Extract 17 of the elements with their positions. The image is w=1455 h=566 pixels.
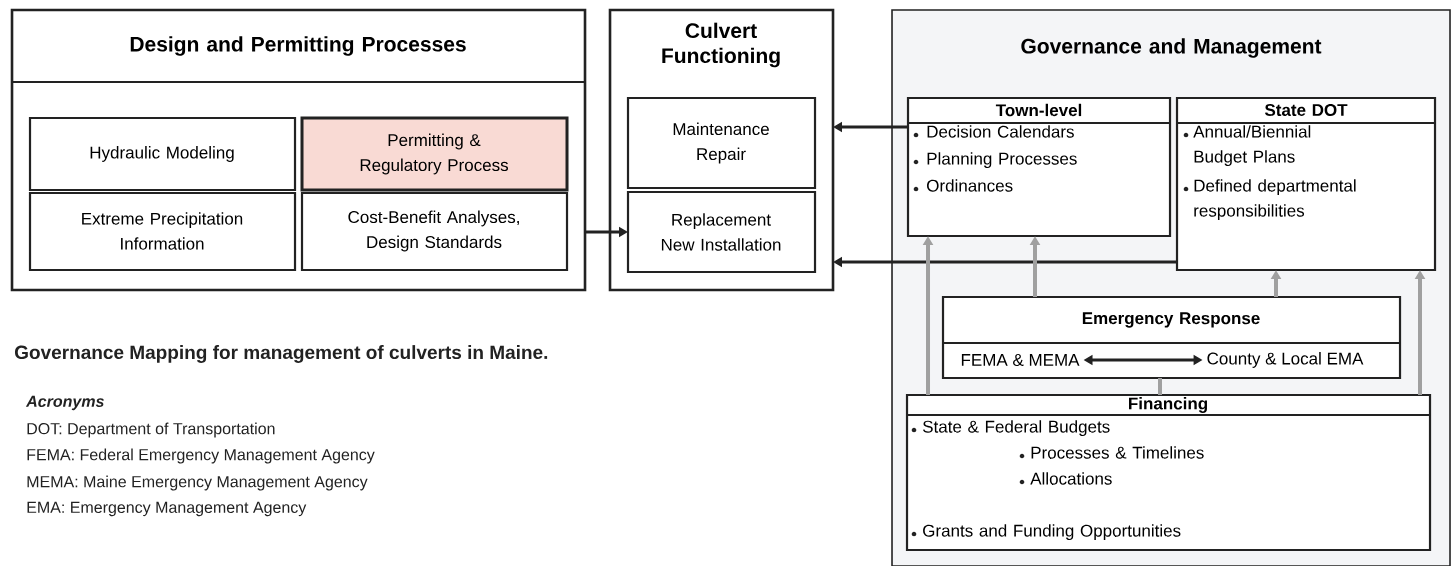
process-box: Maintenance Repair: [626, 96, 817, 190]
category-box: State DOT Annual/Biennial Budget Plans Defined departmental responsibilities: [1175, 96, 1437, 272]
node-text: County & Local EMA: [1207, 352, 1364, 368]
process-box: Cost-Benefit Analyses, Design Standards: [300, 191, 569, 272]
acronym-definition: MEMA: Maine Emergency Management Agency: [27, 475, 368, 491]
acronym-definition: FEMA: Federal Emergency Management Agency: [27, 448, 375, 464]
process-box: Replacement New Installation: [626, 190, 817, 274]
category-box: Financing State & Federal Budgets Processes & Timelines Allocations Grants and Funding Opportunities: [905, 393, 1432, 552]
process-box: Hydraulic Modeling: [28, 116, 297, 192]
acronym-definition: EMA: Emergency Management Agency: [27, 501, 307, 517]
process-box: Permitting & Regulatory Process: [300, 116, 569, 192]
heading: Acronyms: [25, 395, 104, 411]
caption: Governance Mapping for management of culverts in Maine.: [15, 345, 548, 363]
acronym-definition: DOT: Department of Transportation: [27, 422, 275, 438]
node-text: FEMA & MEMA: [961, 354, 1080, 366]
process-box: Extreme Precipitation Information: [28, 191, 297, 272]
category-box: Town-level Decision Calendars Planning Processes Ordinances: [906, 96, 1172, 238]
